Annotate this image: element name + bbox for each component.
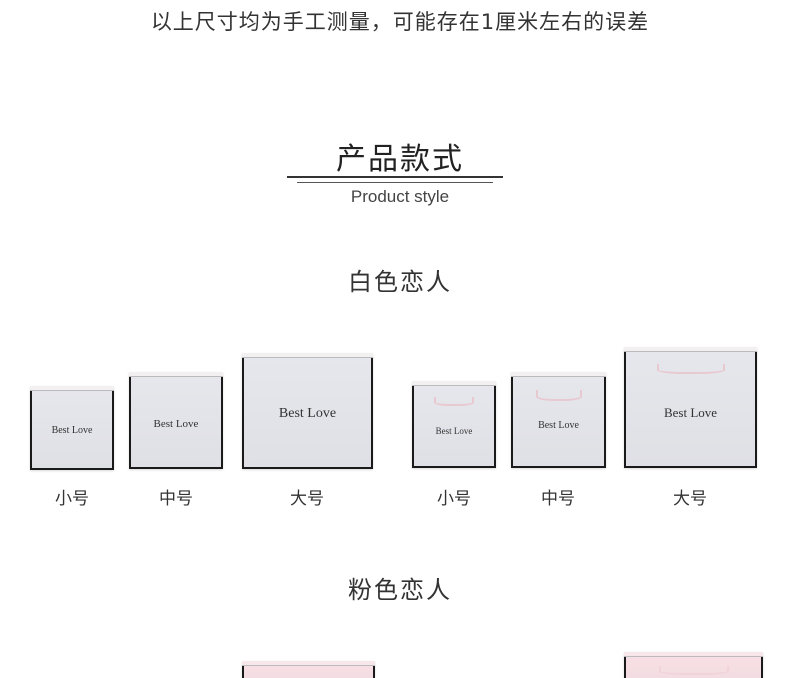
bag-handle	[658, 666, 729, 675]
white-box-large: Best Love	[242, 353, 373, 469]
title-divider-thin	[297, 182, 493, 183]
box-lid	[242, 661, 375, 666]
size-label-bag-large: 大号	[673, 489, 707, 509]
bag-handle	[535, 390, 582, 401]
pink-box-large	[242, 661, 375, 678]
size-label-box-small: 小号	[55, 489, 89, 509]
size-label-box-medium: 中号	[159, 489, 193, 509]
bag-brand: Best Love	[663, 405, 718, 420]
section-title: 产品款式	[336, 142, 464, 177]
bag-brand: Best Love	[435, 426, 473, 436]
box-lid	[242, 353, 373, 358]
box-brand: Best Love	[278, 406, 337, 421]
bag-top	[412, 381, 496, 386]
box-lid	[129, 372, 223, 377]
section-subtitle: Product style	[350, 187, 450, 206]
size-label-bag-small: 小号	[437, 489, 471, 509]
pink-bag-large	[624, 652, 763, 678]
box-brand: Best Love	[51, 425, 93, 436]
white-bag-large: Best Love	[624, 347, 757, 468]
size-disclaimer: 以上尺寸均为手工测量，可能存在1厘米左右的误差	[150, 10, 650, 34]
bag-top	[624, 652, 763, 657]
bag-handle	[434, 397, 474, 406]
bag-top	[511, 372, 606, 377]
bag-handle	[656, 364, 725, 374]
white-bag-small: Best Love	[412, 381, 496, 468]
title-divider-thick	[287, 176, 503, 178]
white-box-medium: Best Love	[129, 372, 223, 469]
white-bag-medium: Best Love	[511, 372, 606, 468]
box-lid	[30, 386, 114, 391]
group-title-white: 白色恋人	[348, 268, 452, 296]
size-label-box-large: 大号	[290, 489, 324, 509]
bag-top	[624, 347, 757, 352]
size-label-bag-medium: 中号	[541, 489, 575, 509]
group-title-pink: 粉色恋人	[348, 576, 452, 604]
bag-brand: Best Love	[538, 420, 579, 431]
box-brand: Best Love	[153, 418, 199, 430]
white-box-small: Best Love	[30, 386, 114, 470]
